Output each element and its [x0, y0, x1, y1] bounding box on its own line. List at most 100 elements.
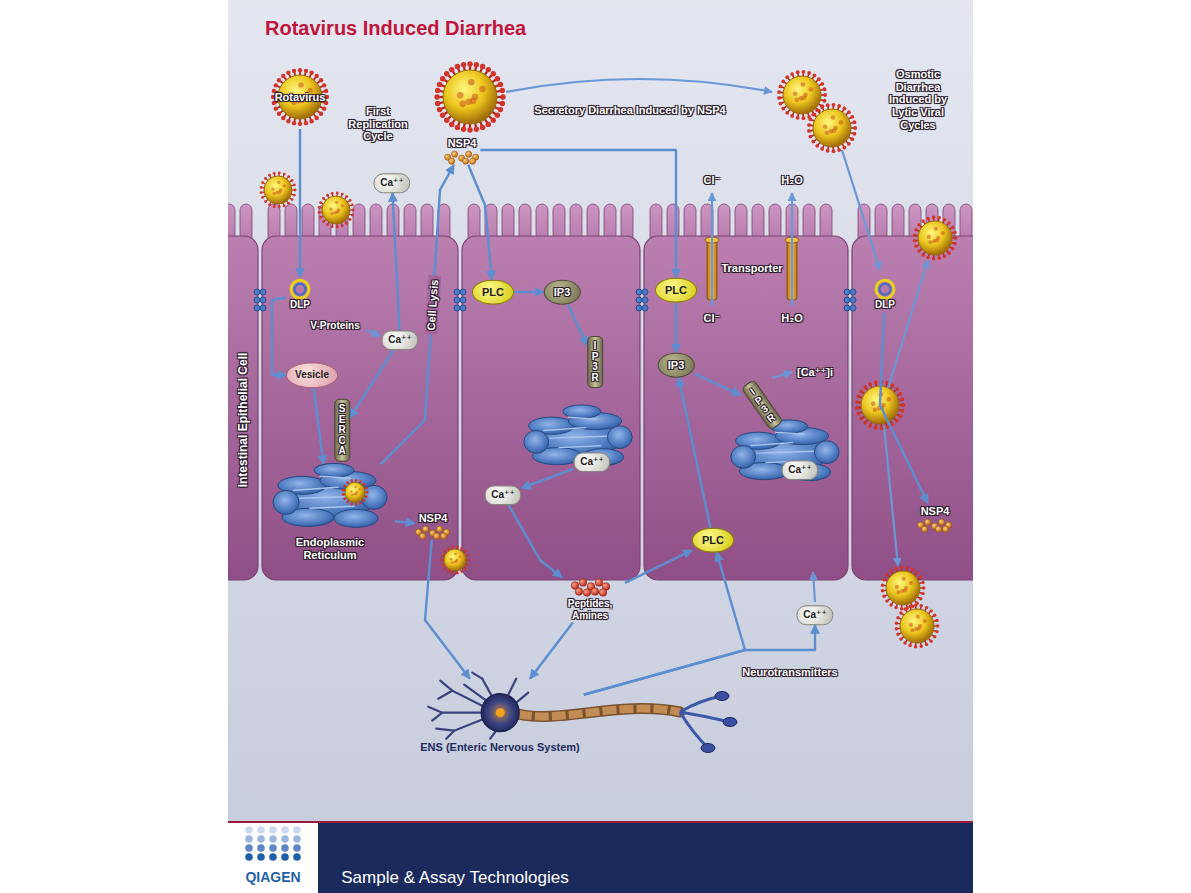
- spike-tip: [823, 87, 827, 91]
- node-label: ENS (Enteric Nervous System): [420, 741, 580, 754]
- neuron-nucleus: [496, 708, 505, 717]
- virus-spike: [885, 421, 887, 426]
- spike-tip: [807, 123, 811, 127]
- spike-tip: [351, 214, 354, 217]
- spike-tip: [811, 140, 815, 144]
- nsp4-protein: [420, 533, 426, 539]
- virus-spike: [891, 600, 894, 604]
- spike-tip: [435, 88, 440, 93]
- node-label: IP3: [668, 359, 685, 372]
- logo-dot: [245, 853, 253, 861]
- virus-spike: [452, 117, 457, 124]
- epithelial-cell: [262, 236, 458, 580]
- capsid-spot: [831, 115, 836, 120]
- capsid-spot: [278, 190, 281, 193]
- capsid-spot: [453, 561, 456, 564]
- virus-spike: [274, 202, 276, 206]
- spike-tip: [925, 643, 928, 646]
- nsp4-protein: [449, 158, 455, 164]
- virus-spike: [847, 117, 852, 120]
- virus-spike: [924, 608, 926, 613]
- ip3-molecule: IP3: [658, 353, 695, 378]
- capsid-spot: [337, 208, 340, 211]
- spike-tip: [859, 417, 863, 421]
- capsid-spot: [358, 488, 360, 490]
- spike-tip: [921, 581, 924, 584]
- virus-spike: [443, 111, 450, 116]
- virus-spike: [895, 413, 900, 416]
- rotavirus-particle: [855, 380, 905, 430]
- spike-tip: [467, 127, 472, 132]
- spike-tip: [326, 194, 329, 197]
- plc-enzyme: PLC: [472, 280, 514, 305]
- spike-tip: [498, 107, 503, 112]
- capsid-spot: [833, 126, 838, 131]
- virus-spike: [288, 197, 291, 199]
- spike-tip: [874, 426, 878, 430]
- microvillus: [319, 204, 331, 254]
- spike-tip: [790, 114, 794, 118]
- calcium-ion: Ca⁺⁺: [573, 452, 610, 472]
- node-label: Rotavirus: [275, 91, 326, 104]
- signal-arrow: [675, 302, 677, 352]
- logo-dot: [293, 844, 301, 852]
- node-label: Ca⁺⁺: [380, 177, 403, 189]
- microvillus: [926, 204, 938, 254]
- virus-spike: [492, 85, 499, 88]
- virus-spike: [814, 115, 819, 118]
- signal-arrow: [625, 550, 692, 583]
- microvillus: [285, 204, 297, 254]
- capsid-spot: [457, 92, 463, 98]
- spike-tip: [781, 79, 785, 83]
- capsid-spot: [271, 187, 274, 190]
- spike-tip: [319, 216, 322, 219]
- spike-tip: [268, 203, 271, 206]
- microvillus: [536, 204, 548, 254]
- capsid-spot: [350, 491, 352, 493]
- node-label: Peptides, Amines: [555, 598, 625, 621]
- spike-tip: [486, 67, 491, 72]
- logo-dot: [281, 844, 289, 852]
- virus-spike: [479, 67, 482, 74]
- virus-spike: [798, 112, 799, 118]
- capsid-spot: [928, 240, 932, 244]
- logo-dot: [257, 835, 265, 843]
- spike-tip: [298, 122, 302, 126]
- microvillus: [684, 204, 696, 254]
- spike-tip: [287, 175, 290, 178]
- spike-tip: [832, 103, 836, 107]
- spike-tip: [817, 109, 821, 113]
- virus-spike: [883, 585, 888, 587]
- logo-dot: [245, 835, 253, 843]
- virus-spike: [938, 218, 939, 223]
- microvillus: [468, 204, 480, 254]
- spike-tip: [291, 198, 294, 201]
- dlp-inner: [880, 284, 891, 295]
- spike-tip: [286, 119, 290, 123]
- microvillus: [404, 204, 416, 254]
- capsid-spot: [273, 192, 276, 195]
- microvillus: [228, 204, 235, 254]
- spike-tip: [274, 106, 278, 110]
- spike-tip: [908, 644, 911, 647]
- microvillus: [820, 204, 832, 254]
- spike-tip: [435, 101, 440, 106]
- er-fold: [559, 446, 601, 448]
- spike-tip: [292, 121, 296, 125]
- signal-arrow: [509, 505, 562, 578]
- virus-spike: [948, 246, 952, 249]
- virus-spike: [849, 122, 855, 123]
- er-fold: [776, 432, 805, 434]
- virus-spike: [484, 70, 489, 77]
- capsid-spot: [887, 397, 892, 402]
- node-label: IP3: [554, 286, 571, 299]
- virus-spike: [465, 559, 468, 560]
- spike-tip: [355, 503, 358, 506]
- spike-tip: [315, 116, 319, 120]
- nsp4-cluster: NSP4: [917, 503, 954, 533]
- receptor-channel: IP3R: [587, 336, 603, 388]
- virus-spike: [819, 94, 825, 96]
- virus-spike: [916, 244, 921, 246]
- flow-arrow: [772, 372, 792, 378]
- virus-spike: [849, 127, 855, 129]
